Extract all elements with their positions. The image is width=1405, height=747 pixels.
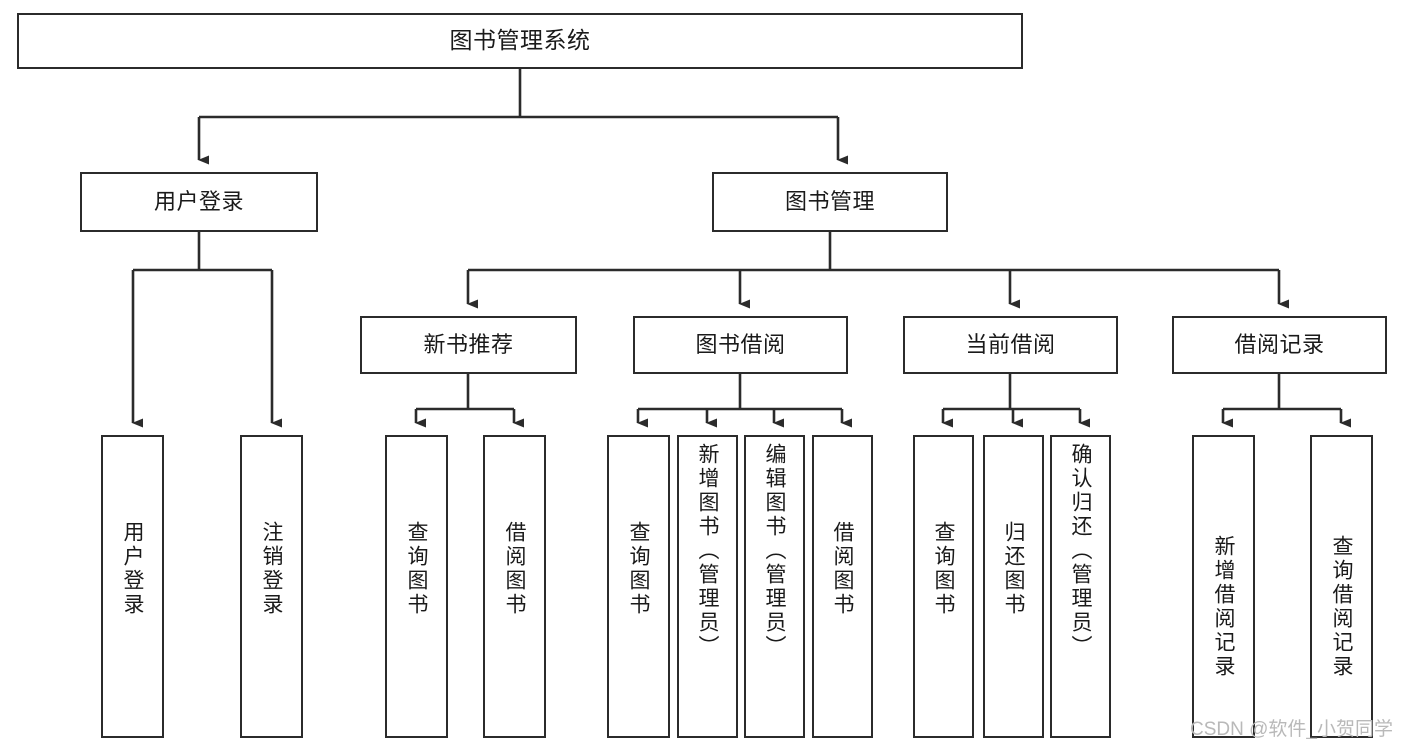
node-label: 图书管理系统 <box>449 27 591 54</box>
node-label: 确认归还（管理员） <box>1069 443 1092 659</box>
node-leaf-query-book-3[interactable]: 查询图书 <box>913 435 974 738</box>
node-leaf-return-book[interactable]: 归还图书 <box>983 435 1044 738</box>
node-root-system[interactable]: 图书管理系统 <box>17 13 1023 69</box>
csdn-watermark: CSDN @软件_小贺同学 <box>1190 719 1393 740</box>
node-label: 新增借阅记录 <box>1212 535 1235 679</box>
node-label: 新增图书（管理员） <box>696 443 719 659</box>
node-label: 借阅图书 <box>503 521 526 617</box>
node-leaf-add-book-admin[interactable]: 新增图书（管理员） <box>677 435 738 738</box>
node-book-borrow[interactable]: 图书借阅 <box>633 316 848 374</box>
node-label: 图书管理 <box>784 189 875 215</box>
node-label: 注销登录 <box>260 521 283 617</box>
node-leaf-confirm-return-admin[interactable]: 确认归还（管理员） <box>1050 435 1111 738</box>
node-label: 查询图书 <box>405 521 428 617</box>
node-label: 查询图书 <box>627 521 650 617</box>
node-leaf-borrow-book-2[interactable]: 借阅图书 <box>812 435 873 738</box>
node-current-borrow[interactable]: 当前借阅 <box>903 316 1118 374</box>
node-new-book-recommend[interactable]: 新书推荐 <box>360 316 577 374</box>
node-label: 借阅图书 <box>831 521 854 617</box>
node-leaf-query-book-2[interactable]: 查询图书 <box>607 435 670 738</box>
node-label: 新书推荐 <box>423 332 514 358</box>
node-leaf-borrow-book-1[interactable]: 借阅图书 <box>483 435 546 738</box>
node-label: 编辑图书（管理员） <box>763 443 786 659</box>
node-user-login[interactable]: 用户登录 <box>80 172 318 232</box>
node-label: 当前借阅 <box>965 332 1056 358</box>
node-leaf-user-logout[interactable]: 注销登录 <box>240 435 303 738</box>
node-label: 借阅记录 <box>1234 332 1325 358</box>
node-leaf-user-login[interactable]: 用户登录 <box>101 435 164 738</box>
node-leaf-add-borrow-record[interactable]: 新增借阅记录 <box>1192 435 1255 738</box>
node-leaf-edit-book-admin[interactable]: 编辑图书（管理员） <box>744 435 805 738</box>
node-label: 归还图书 <box>1002 521 1025 617</box>
node-leaf-query-book-1[interactable]: 查询图书 <box>385 435 448 738</box>
node-label: 查询借阅记录 <box>1330 535 1353 679</box>
node-label: 查询图书 <box>932 521 955 617</box>
node-label: 用户登录 <box>153 189 244 215</box>
node-leaf-query-borrow-record[interactable]: 查询借阅记录 <box>1310 435 1373 738</box>
node-book-manage[interactable]: 图书管理 <box>712 172 948 232</box>
node-borrow-record[interactable]: 借阅记录 <box>1172 316 1387 374</box>
node-label: 用户登录 <box>121 521 144 617</box>
node-label: 图书借阅 <box>695 332 786 358</box>
